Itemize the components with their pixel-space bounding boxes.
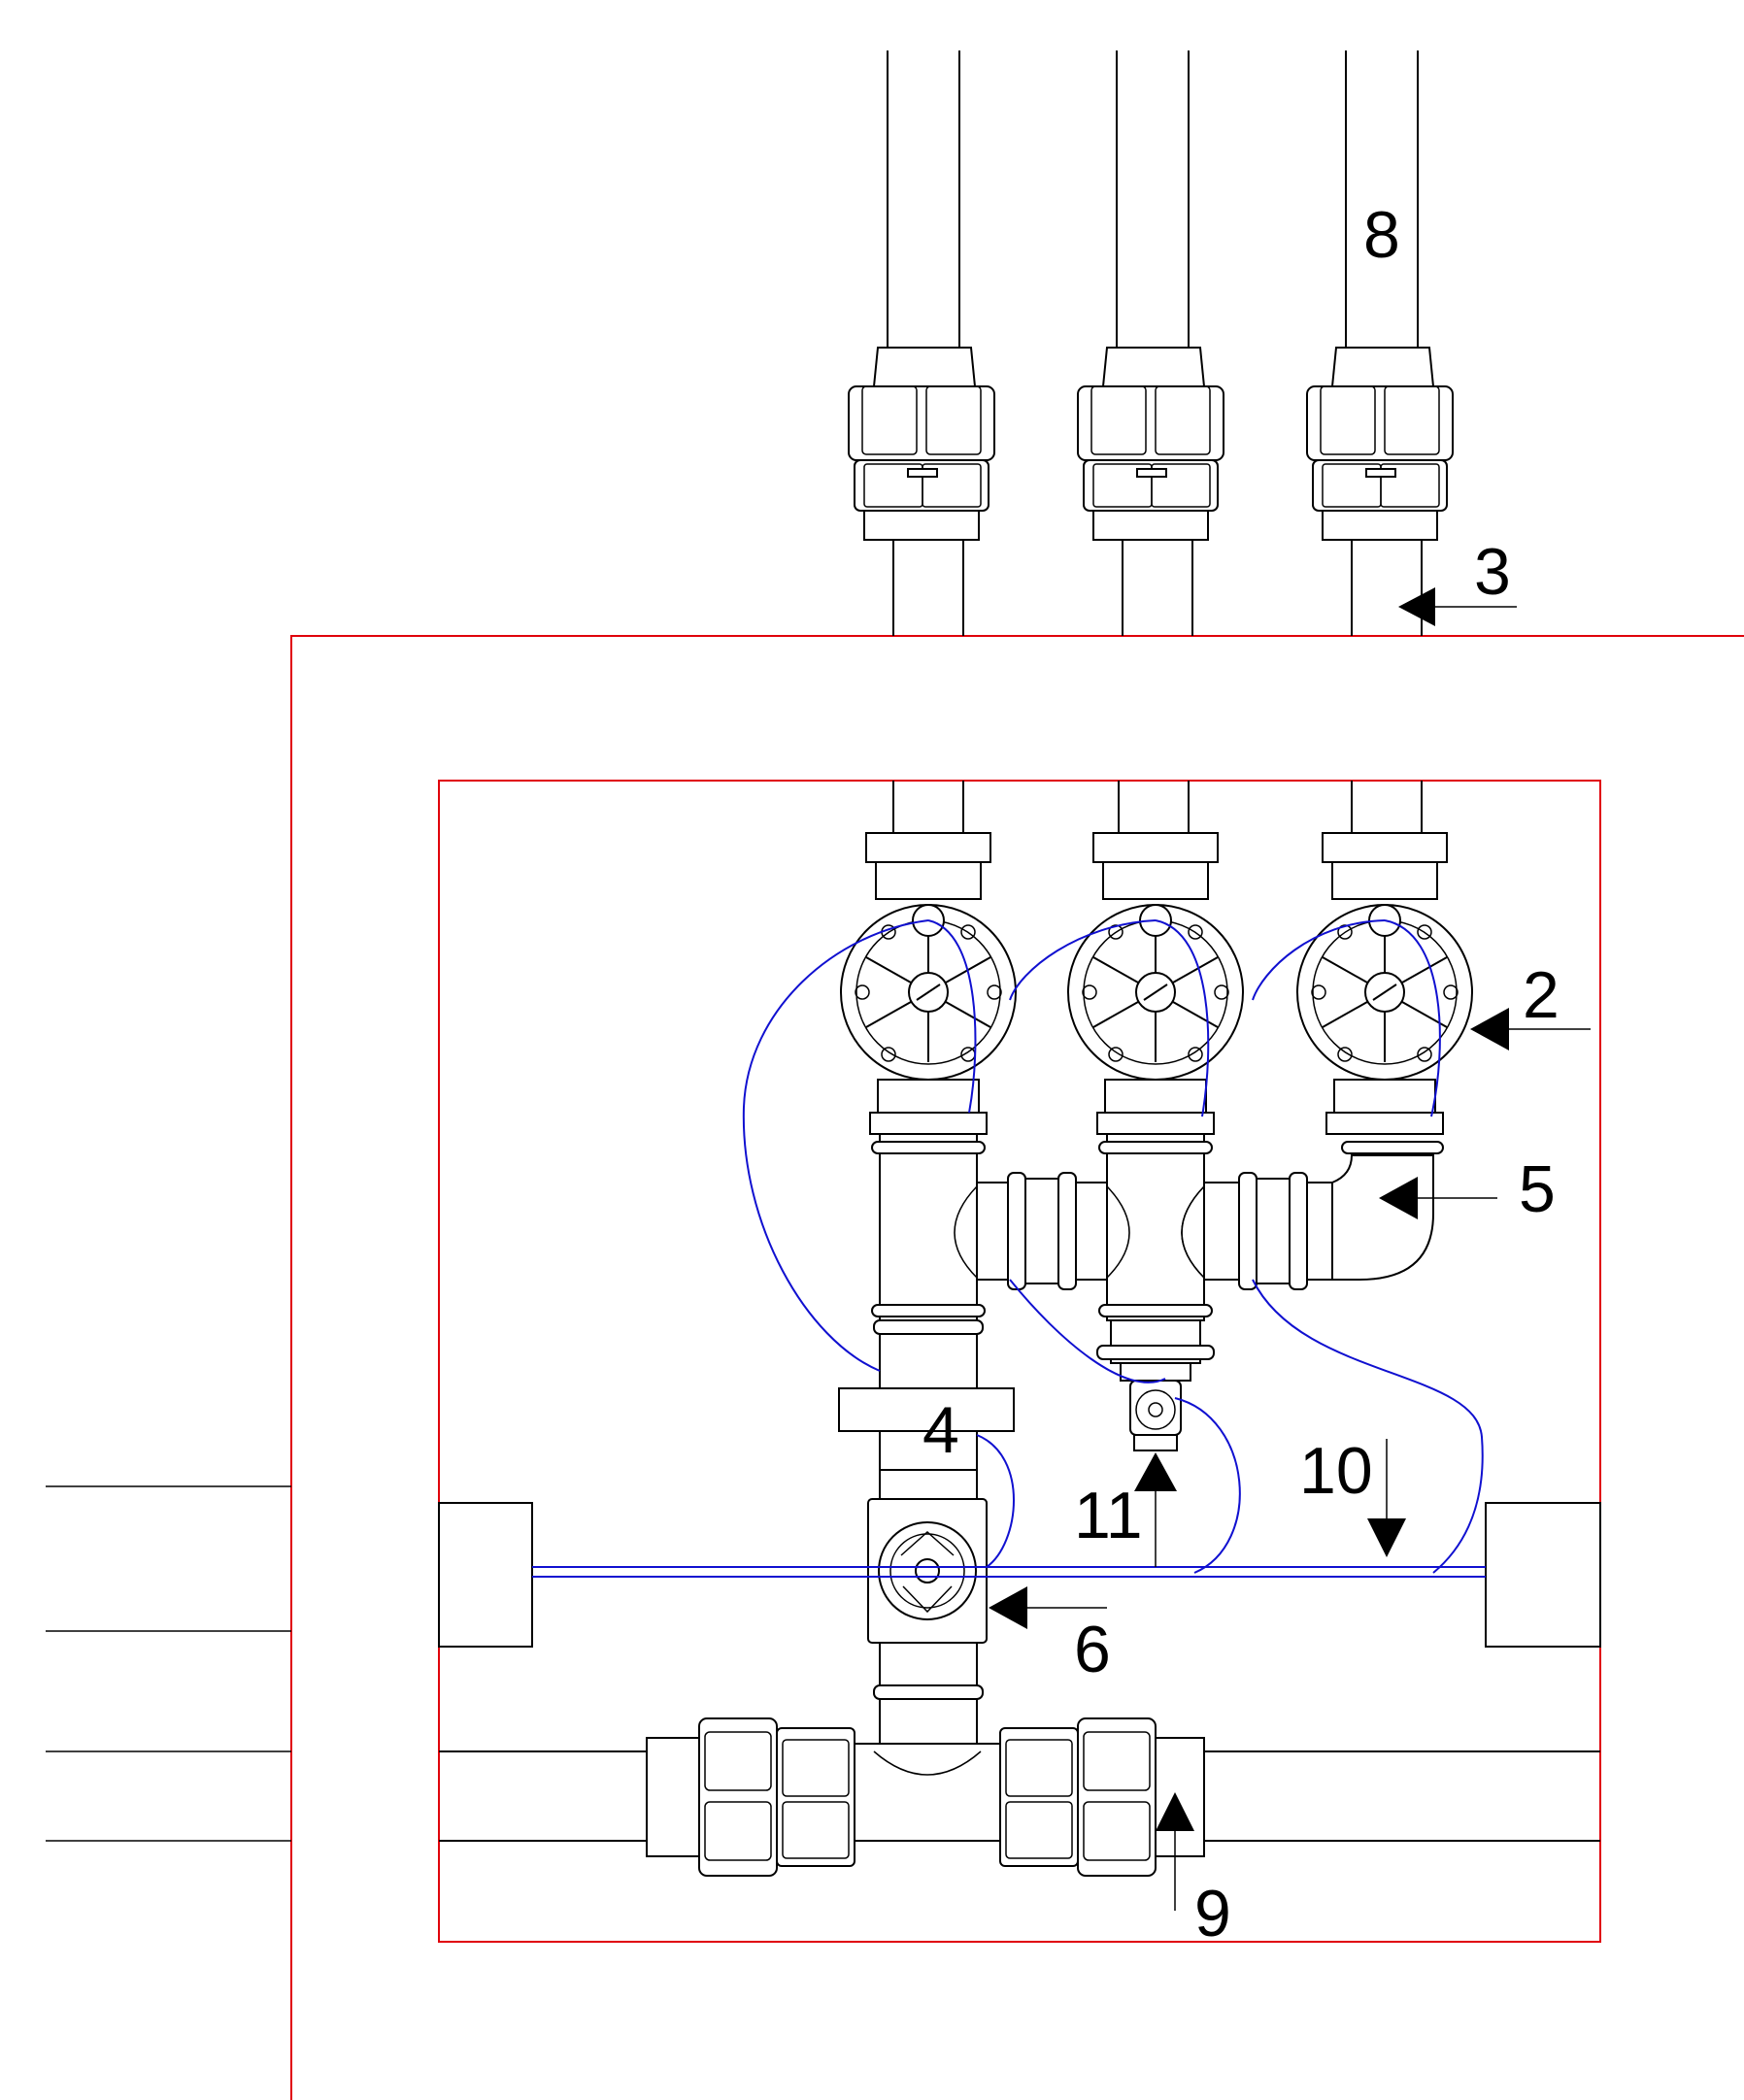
callout-8-label: 8 bbox=[1363, 198, 1400, 272]
solenoid-valve-2 bbox=[1067, 832, 1244, 1135]
callout-6-leader bbox=[989, 1586, 1107, 1629]
inner-box-boundary bbox=[438, 780, 1601, 1943]
control-wire-bus bbox=[532, 1566, 1486, 1578]
gate-valve bbox=[867, 1498, 988, 1644]
callout-11-leader bbox=[1134, 1452, 1177, 1567]
control-wire-valve-3 bbox=[1252, 919, 1484, 1574]
callout-9-leader bbox=[1156, 1792, 1194, 1911]
callout-3-leader bbox=[1398, 587, 1517, 626]
control-wire-valve-2 bbox=[1009, 919, 1210, 1383]
left-pipe-lines bbox=[46, 1485, 291, 1842]
manifold-cross-center bbox=[1098, 1133, 1213, 1321]
control-wire-valve-1 bbox=[742, 919, 977, 1372]
riser-fittings bbox=[838, 1319, 1015, 1500]
manifold-coupling-a bbox=[976, 1172, 1130, 1290]
manifold-coupling-b bbox=[1181, 1172, 1333, 1290]
manifold-lower-stub bbox=[1096, 1319, 1215, 1451]
manifold-tee-left bbox=[871, 1133, 986, 1321]
side-block-left bbox=[438, 1502, 533, 1648]
callout-6-label: 6 bbox=[1074, 1613, 1111, 1686]
callout-4-label: 4 bbox=[922, 1393, 959, 1467]
main-tee bbox=[854, 1743, 1003, 1842]
callout-3-label: 3 bbox=[1474, 535, 1511, 609]
callout-10-label: 10 bbox=[1299, 1434, 1373, 1508]
compression-coupling-3 bbox=[1306, 347, 1454, 541]
solenoid-valve-1 bbox=[840, 832, 1017, 1135]
callout-10-leader bbox=[1367, 1439, 1406, 1557]
main-compression-coupling-left bbox=[646, 1717, 855, 1877]
callout-2-leader bbox=[1470, 1008, 1591, 1050]
valve-box-boundary bbox=[290, 635, 1744, 2100]
callout-2-label: 2 bbox=[1523, 958, 1560, 1032]
solenoid-valve-3 bbox=[1296, 832, 1473, 1135]
compression-coupling-1 bbox=[848, 347, 995, 541]
control-wire-gate-drops bbox=[976, 1397, 1241, 1574]
callout-5-label: 5 bbox=[1519, 1152, 1556, 1226]
callout-11-label: 11 bbox=[1074, 1479, 1143, 1552]
lateral-pipes bbox=[887, 50, 1423, 833]
side-block-right bbox=[1485, 1502, 1601, 1648]
callout-5-leader bbox=[1379, 1177, 1497, 1219]
main-feed-pipe bbox=[439, 1750, 1600, 1842]
callout-9-label: 9 bbox=[1194, 1877, 1231, 1950]
riser-lower-fittings bbox=[873, 1642, 984, 1745]
manifold-elbow-right bbox=[1331, 1141, 1444, 1281]
compression-coupling-2 bbox=[1077, 347, 1224, 541]
